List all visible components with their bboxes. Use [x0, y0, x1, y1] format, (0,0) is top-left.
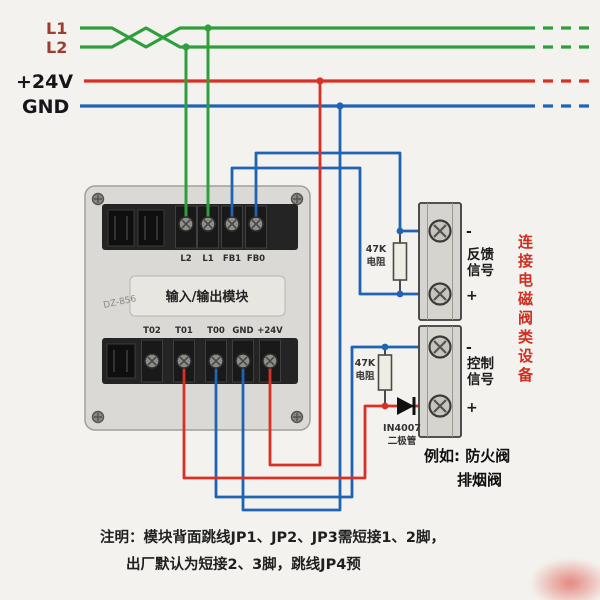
bus-line-l1 [80, 26, 535, 49]
screws-top [178, 216, 264, 232]
module-terminal-screws [144, 216, 278, 369]
module-corner-screws [91, 192, 304, 424]
module-label-panel [129, 275, 286, 317]
diode-icon [397, 397, 414, 415]
jumper-block [107, 209, 135, 247]
feedback-label-word1: 反馈 [467, 246, 494, 263]
junction-dot [316, 77, 324, 85]
bus-label-24v: +24V [16, 71, 73, 93]
junction-dot [381, 343, 389, 351]
device-terminal-block: - 反馈 信号 + - 控制 信号 + [418, 202, 494, 438]
jumper-slots [113, 350, 128, 372]
jumper-block [106, 343, 136, 379]
io-module: L2 L1 FB1 FB0 输入/输出模块 DZ-856 T02 T01 T00… [84, 185, 311, 431]
feedback-plus-sign: + [466, 288, 478, 304]
resistor-value: 47K [355, 358, 376, 369]
terminal-label: T01 [175, 326, 193, 336]
resistor-value: 47K [366, 244, 387, 255]
bus-label-gnd: GND [22, 96, 69, 118]
control-plus-sign: + [466, 400, 478, 416]
screw-slots [147, 356, 275, 366]
jumper-block [137, 209, 165, 247]
bus-lines [80, 26, 596, 108]
junction-dot [396, 227, 404, 235]
junction-dots [182, 24, 404, 410]
wires [182, 28, 434, 512]
junction-dot [396, 290, 404, 298]
junction-dot [204, 24, 212, 32]
jumper-slots [114, 216, 158, 240]
terminal-block-rails [427, 203, 453, 437]
control-label-word1: 控制 [467, 355, 494, 372]
resistor-name: 电阻 [355, 370, 375, 382]
control-minus-sign: - [466, 340, 472, 356]
example-line2: 排烟阀 [457, 471, 502, 489]
screws-bottom [144, 353, 278, 369]
module-title: 输入/输出模块 [166, 289, 250, 305]
control-label-word2: 信号 [467, 371, 494, 388]
junction-dot [381, 402, 389, 410]
resistor-feedback-icon [392, 242, 408, 281]
resistor-control-icon [377, 354, 393, 391]
resistor-name: 电阻 [366, 256, 386, 268]
wire-feedback-fb0 [254, 151, 434, 233]
diode-name: 二极管 [388, 435, 417, 447]
device-screw-slots [433, 224, 447, 413]
bus-label-l2: L2 [46, 38, 67, 57]
junction-dot [336, 102, 344, 110]
connect-device-note: 连接电磁阀类设备 [516, 234, 534, 386]
device-screws [428, 219, 452, 418]
footnote-line1: 注明：模块背面跳线JP1、JP2、JP3需短接1、2脚， [100, 528, 445, 546]
wire-24v-power [268, 81, 322, 467]
bus-label-l1: L1 [46, 19, 67, 38]
terminal-label: T00 [207, 326, 225, 336]
feedback-minus-sign: - [466, 224, 472, 240]
feedback-label-word2: 信号 [467, 262, 494, 279]
terminal-label: +24V [257, 326, 283, 336]
example-line1: 例如: 防火阀 [424, 447, 510, 465]
screw-slots [181, 219, 261, 229]
terminal-label: L1 [202, 254, 213, 264]
wire-control-minus [214, 345, 434, 499]
junction-dot [182, 43, 190, 51]
wire-gnd [241, 106, 342, 512]
diode-value: IN4007 [383, 423, 421, 434]
wire-feedback-fb1 [230, 166, 434, 296]
bus-line-l2 [80, 26, 535, 49]
bus-labels: L1 L2 +24V GND [16, 19, 73, 118]
footnote-line2: 出厂默认为短接2、3脚，跳线JP4预 [126, 555, 361, 573]
terminal-label: FB0 [247, 254, 265, 264]
corner-screw-slots [94, 195, 301, 421]
eol-components: 47K 电阻 47K 电阻 IN4007 二极管 [355, 231, 421, 447]
terminal-label: GND [232, 326, 253, 336]
watermark [530, 558, 600, 600]
terminal-label: T02 [143, 326, 161, 336]
terminal-label: FB1 [223, 254, 241, 264]
terminal-label: L2 [180, 254, 191, 264]
annotations: 例如: 防火阀 排烟阀 注明：模块背面跳线JP1、JP2、JP3需短接1、2脚，… [100, 447, 510, 573]
